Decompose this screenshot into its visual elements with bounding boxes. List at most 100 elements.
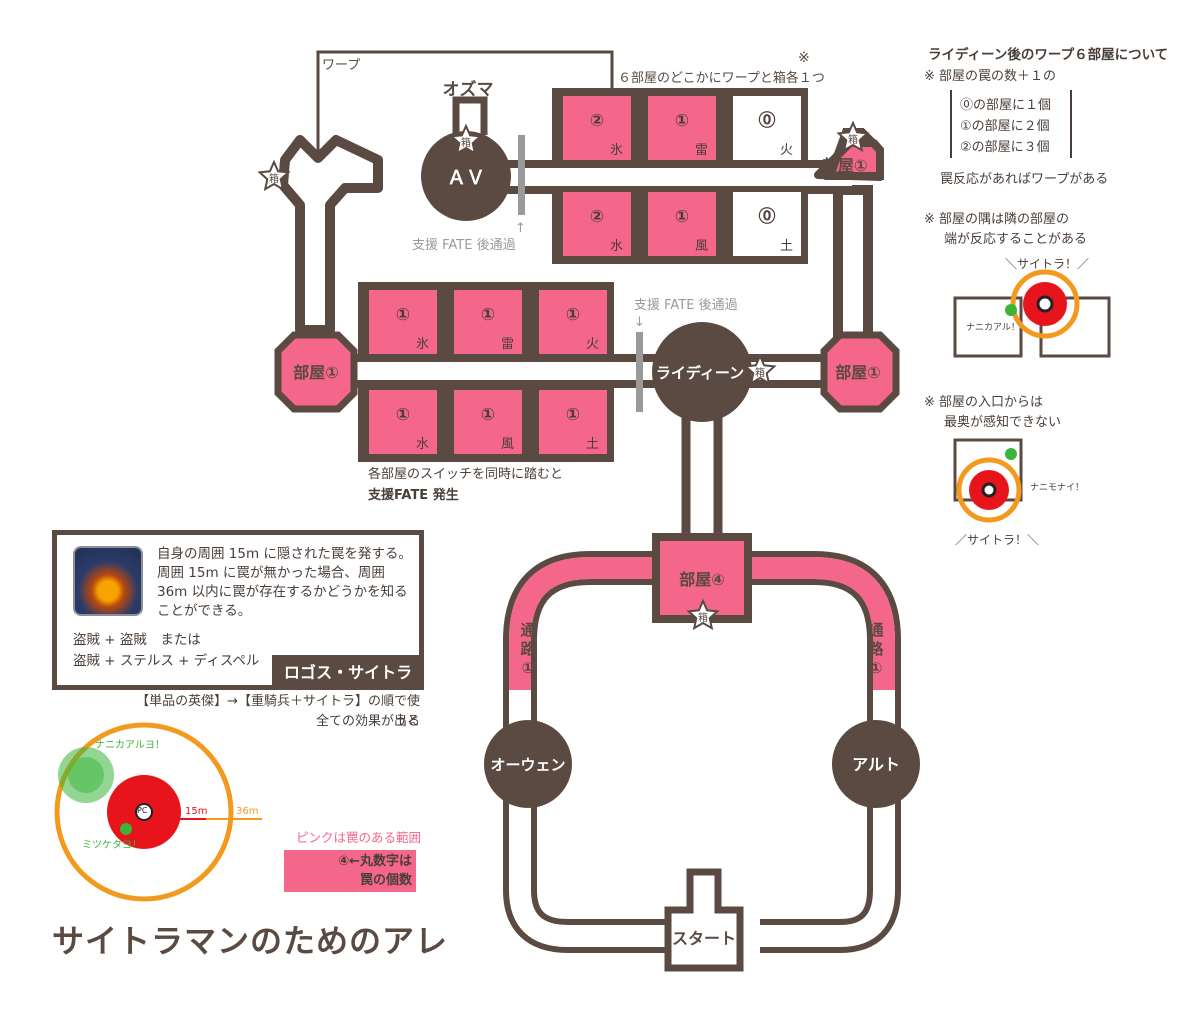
panel-nanika-aru: ナニカアル！	[966, 323, 1020, 333]
box-mark: 箱	[848, 133, 858, 146]
ozuma-label: オズマ	[443, 79, 494, 100]
panel-saitora-bottom: ／サイトラ！＼	[955, 533, 1040, 547]
box-star-4: 箱	[686, 598, 720, 631]
legend-line-2: 罠の個数	[359, 873, 412, 888]
panel-list-1: ①の部屋に２個	[960, 119, 1050, 134]
panel-corner-2: 端が反応することがある	[944, 232, 1088, 247]
av-label: ＡＶ	[447, 167, 485, 189]
av-node	[421, 131, 511, 221]
top-room-element: 土	[780, 239, 793, 254]
mid-room-count: ①	[481, 305, 495, 325]
box-mark: 箱	[755, 366, 765, 379]
mid-room-element: 火	[586, 337, 599, 352]
mid-room-element: 土	[586, 437, 599, 452]
box-mark: 箱	[698, 611, 708, 624]
mid-room-element: 風	[501, 437, 514, 452]
mid-room-1: ①雷	[454, 290, 522, 354]
switch-note-1: 各部屋のスイッチを同時に踏むと	[368, 466, 563, 482]
room1-left	[274, 331, 358, 413]
mid-room-element: 氷	[416, 337, 429, 352]
mid-room-2: ①火	[539, 290, 607, 354]
top-room-element: 氷	[610, 143, 623, 158]
top-room-element: 火	[780, 143, 793, 158]
skill-combo: 盗賊 + 盗賊 または 盗賊 + ステルス + ディスペル	[73, 630, 259, 672]
top-room-count: ①	[675, 111, 689, 131]
radius-pc: PC	[137, 806, 148, 815]
panel-bracket	[950, 90, 1072, 158]
gate-top	[518, 135, 525, 215]
top-room-count: ⓪	[759, 206, 776, 227]
panel-list-0: ⓪の部屋に１個	[960, 98, 1052, 113]
panel-list-2: ②の部屋に３個	[960, 140, 1050, 155]
box-star-1: 箱	[257, 159, 291, 192]
top-room-count: ⓪	[759, 110, 776, 131]
mid-room-element: 水	[416, 437, 429, 452]
corner-diagram	[953, 269, 1111, 358]
alto-label: アルト	[852, 755, 900, 774]
mid-room-0: ①氷	[369, 290, 437, 354]
panel-heading: ライディーン後のワープ６部屋について	[928, 47, 1169, 63]
skill-combo-2: 盗賊 + ステルス + ディスペル	[73, 653, 260, 669]
box-mark: 箱	[269, 172, 279, 185]
mid-room-count: ①	[396, 305, 410, 325]
skill-description: 自身の周囲 15m に隠された罠を発する。周囲 15m に罠が無かった場合、周囲…	[157, 546, 412, 619]
top-room-count: ①	[675, 207, 689, 227]
gate-top-note: 支援 FATE 後通過	[412, 238, 516, 253]
top-room-2: ⓪火	[733, 96, 801, 160]
ozuma-stalk	[452, 96, 488, 135]
mid-room-5: ①土	[539, 390, 607, 454]
room1-right	[820, 331, 900, 413]
top-room-3: ②水	[563, 192, 631, 256]
rydeen-corridor	[681, 407, 723, 547]
box-star-3: 箱	[743, 353, 777, 386]
gate-mid	[636, 332, 643, 412]
gate-mid-note: 支援 FATE 後通過	[634, 298, 738, 313]
radius-15m: 15m	[185, 806, 208, 817]
path1-left	[509, 557, 652, 690]
top-room-1: ①雷	[648, 96, 716, 160]
top-room-0: ②氷	[563, 96, 631, 160]
mid-room-element: 雷	[501, 337, 514, 352]
room1-left-label: 部屋①	[293, 363, 339, 382]
skill-combo-1: 盗賊 + 盗賊 または	[73, 632, 201, 648]
start-area	[664, 868, 744, 972]
skill-icon	[73, 546, 143, 616]
legend-text: ④←丸数字は 罠の個数	[338, 852, 412, 890]
gate-mid-arrow: ↓	[634, 315, 645, 330]
radius-diagram	[54, 722, 262, 902]
usage-note-2: 全ての効果が出る	[315, 714, 420, 729]
switch-note-2: 支援FATE 発生	[367, 487, 459, 503]
page-title: サイトラマンのためのアレ	[52, 922, 449, 960]
mid-room-count: ①	[566, 305, 580, 325]
mid-room-count: ①	[396, 405, 410, 425]
warp-arrow	[316, 50, 614, 170]
top-room-element: 雷	[695, 143, 708, 158]
mid-room-3: ①水	[369, 390, 437, 454]
warp-label: ワープ	[322, 58, 360, 73]
mid-room-count: ①	[566, 405, 580, 425]
panel-entrance-2: 最奥が感知できない	[944, 415, 1062, 430]
path1-right	[752, 557, 895, 690]
rydeen-label: ライディーン	[656, 364, 744, 382]
panel-warp-if: 罠反応があればワープがある	[940, 172, 1109, 187]
room1-top-label: 部屋①	[822, 156, 868, 175]
top-room-4: ①風	[648, 192, 716, 256]
legend-pink-note: ピンクは罠のある範囲	[296, 830, 422, 845]
start-label: スタート	[672, 929, 736, 948]
radius-mitsuketa: ミツケタヨ！	[82, 840, 142, 851]
panel-saitora-top: ＼サイトラ！／	[1005, 257, 1090, 271]
top-room-5: ⓪土	[733, 192, 801, 256]
right-corridor	[833, 185, 873, 345]
six-rooms-note: ６部屋のどこかにワープと箱各１つ	[618, 70, 825, 86]
box-mark: 箱	[461, 136, 471, 149]
mid-room-count: ①	[481, 405, 495, 425]
top-room-element: 風	[695, 239, 708, 254]
gate-top-arrow: ↑	[515, 221, 526, 236]
alto-node	[832, 720, 920, 808]
skill-card: 自身の周囲 15m に隠された罠を発する。周囲 15m に罠が無かった場合、周囲…	[52, 530, 424, 690]
panel-entrance-1: ※ 部屋の入口からは	[924, 395, 1044, 410]
top-room-element: 水	[610, 239, 623, 254]
